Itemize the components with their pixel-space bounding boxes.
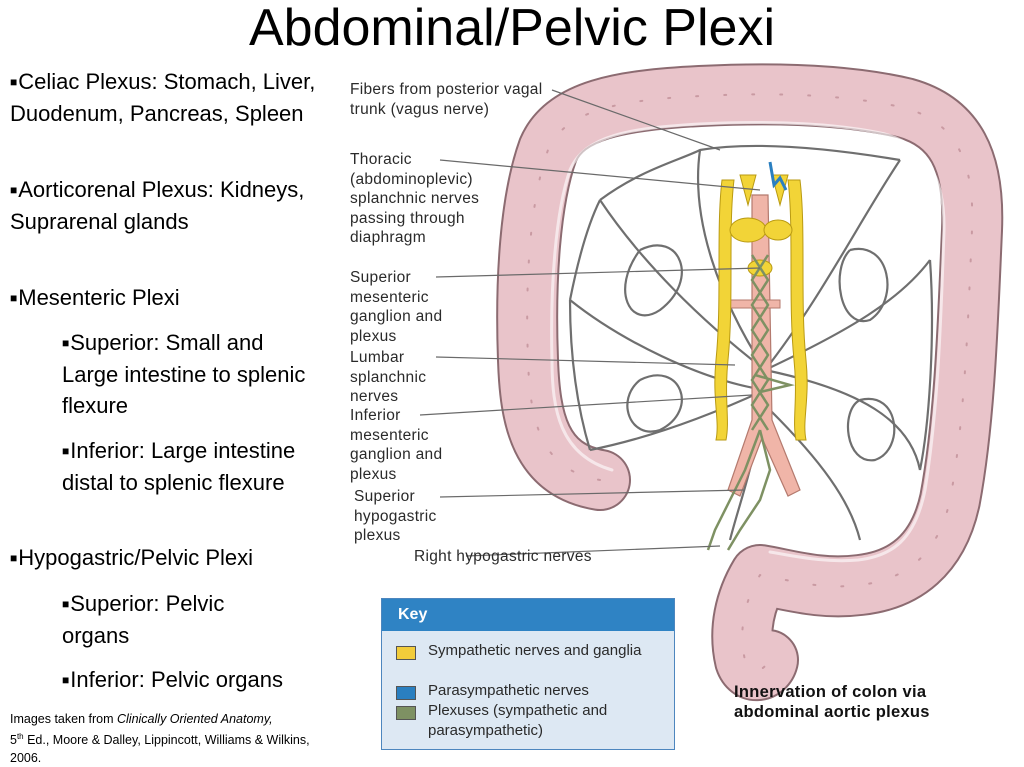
bullet-text: Mesenteric Plexi bbox=[18, 285, 180, 310]
swatch-parasympathetic bbox=[396, 686, 416, 700]
label-thoracic-splanchnic: Thoracic (abdominoplevic) splanchnic ner… bbox=[350, 151, 480, 246]
vagal-trunk bbox=[768, 161, 788, 191]
bullet-text: Aorticorenal Plexus: Kidneys, Suprarenal… bbox=[10, 177, 305, 234]
key-label: Plexuses (sympathetic and parasympatheti… bbox=[428, 702, 608, 739]
label-inferior-mesenteric-ganglion: Inferior mesenteric ganglion and plexus bbox=[350, 407, 443, 483]
bullet-mesenteric-plexi: ■Mesenteric Plexi bbox=[10, 285, 180, 310]
mesenteric-arcades bbox=[568, 144, 934, 541]
bullet-text: Superior: Small and Large intestine to s… bbox=[62, 330, 306, 418]
bullet-text: Inferior: Pelvic organs bbox=[70, 667, 284, 692]
bullet-superior-hypogastric: ■Superior: Pelvic organs bbox=[62, 591, 225, 648]
book-title: Clinically Oriented Anatomy, bbox=[117, 712, 273, 726]
swatch-sympathetic bbox=[396, 646, 416, 660]
colon-innervation-illustration bbox=[419, 63, 1004, 701]
figure-caption: Innervation of colon via abdominal aorti… bbox=[734, 683, 930, 721]
figure-key: Key Sympathetic nerves and ganglia Paras… bbox=[381, 598, 675, 750]
key-label: Sympathetic nerves and ganglia bbox=[428, 642, 642, 659]
bullet-aorticorenal-plexus: ■Aorticorenal Plexus: Kidneys, Suprarena… bbox=[10, 177, 305, 234]
bullet-inferior-mesenteric: ■Inferior: Large intestine distal to spl… bbox=[62, 438, 296, 495]
label-leader-lines bbox=[419, 89, 761, 557]
bullet-text: Celiac Plexus: Stomach, Liver, Duodenum,… bbox=[10, 69, 316, 126]
slide-title: Abdominal/Pelvic Plexi bbox=[248, 0, 776, 57]
label-superior-hypogastric-plexus: Superior hypogastric plexus bbox=[354, 488, 437, 544]
key-label: Parasympathetic nerves bbox=[428, 682, 589, 699]
key-heading: Key bbox=[382, 599, 674, 631]
label-vagal-fibers: Fibers from posterior vagal trunk (vagus… bbox=[350, 81, 543, 118]
label-superior-mesenteric-ganglion: Superior mesenteric ganglion and plexus bbox=[350, 269, 443, 345]
colon bbox=[496, 63, 1004, 701]
image-citation: Images taken from Clinically Oriented An… bbox=[10, 712, 310, 766]
bullet-text: Superior: Pelvic organs bbox=[62, 591, 225, 648]
aortic-plexus bbox=[706, 254, 795, 551]
label-lumbar-splanchnic: Lumbar splanchnic nerves bbox=[350, 349, 427, 405]
bullet-celiac-plexus: ■Celiac Plexus: Stomach, Liver, Duodenum… bbox=[10, 69, 316, 126]
bullet-text: Hypogastric/Pelvic Plexi bbox=[18, 545, 253, 570]
swatch-plexuses bbox=[396, 706, 416, 720]
bullet-superior-mesenteric: ■Superior: Small and Large intestine to … bbox=[62, 330, 306, 418]
label-right-hypogastric-nerves: Right hypogastric nerves bbox=[414, 548, 592, 565]
bullet-text: Inferior: Large intestine distal to sple… bbox=[62, 438, 296, 495]
bullet-inferior-hypogastric: ■Inferior: Pelvic organs bbox=[62, 667, 284, 692]
sympathetic-trunks bbox=[714, 174, 808, 441]
bullet-hypogastric-plexi: ■Hypogastric/Pelvic Plexi bbox=[10, 545, 253, 570]
